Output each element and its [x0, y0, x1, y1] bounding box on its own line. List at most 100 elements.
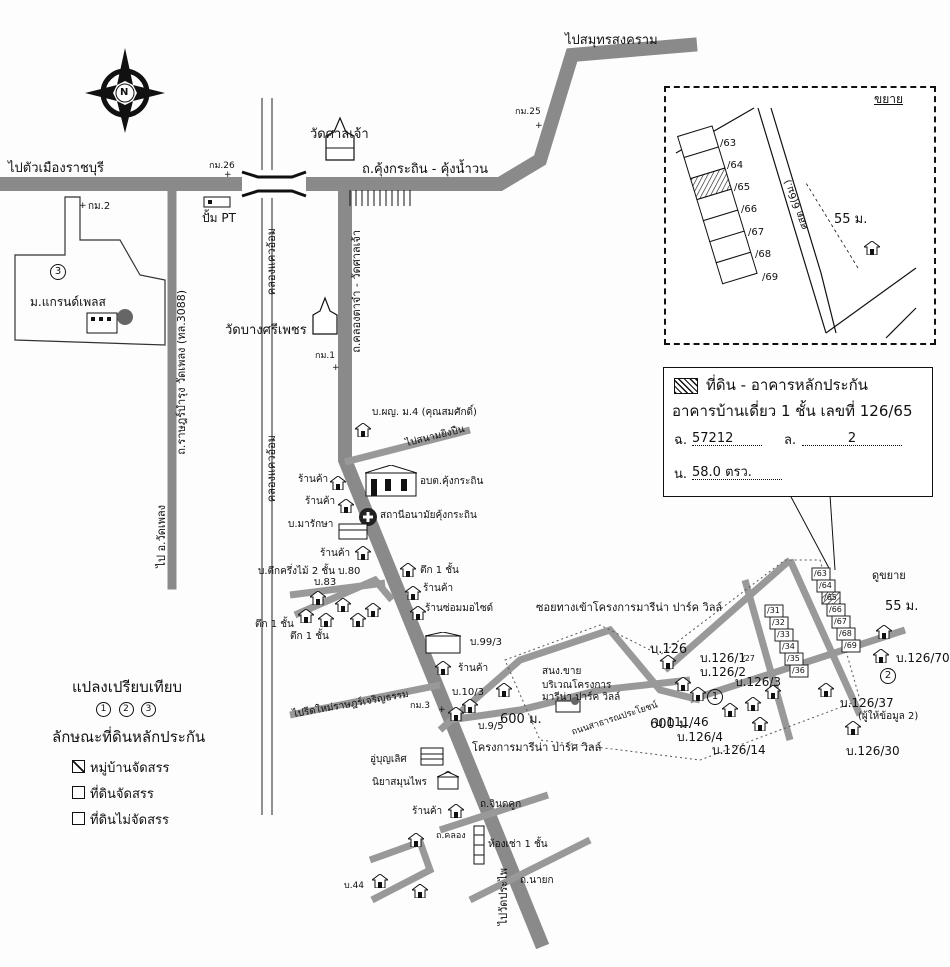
house-icon: [348, 612, 368, 628]
label-b126-70: บ.126/70: [896, 651, 950, 665]
deed-label: ฉ.: [674, 433, 687, 448]
compare-title: แปลงเปรียบเทียบ: [72, 678, 183, 696]
label-shop-2: ร้านค้า: [305, 496, 336, 507]
label-shop-1: ร้านค้า: [298, 474, 329, 485]
label-b126-3: บ.126/3: [735, 675, 782, 689]
small-lot-64: /64: [819, 581, 832, 590]
small-lot-35: /35: [787, 654, 800, 663]
label-rd-nayok: ถ.นายก: [520, 875, 554, 886]
north-arrow-icon: [85, 48, 165, 133]
small-lot-36: /36: [792, 666, 805, 675]
label-project: โครงการมารีน่า ปาร์ค วิลล์: [472, 741, 602, 754]
legend-item-2-label: ที่ดินจัดสรร: [90, 787, 154, 802]
enlarge-lot-65: /65: [734, 182, 751, 193]
small-lot-32: /32: [772, 618, 785, 627]
label-b126-1: บ.126/1: [700, 651, 747, 665]
herb-shop-icon: [436, 771, 460, 790]
house-icon: [688, 686, 708, 702]
garage-icon: [420, 744, 444, 766]
temple-icon: [325, 116, 355, 161]
compare-marker-2: 2: [118, 702, 134, 717]
house-99-3-icon: [424, 631, 462, 654]
label-km3: กม.3: [410, 701, 430, 711]
label-pump-pt: ปั้ม PT: [202, 211, 236, 225]
small-lot-grid: [764, 567, 861, 678]
label-rd-khok: ถ.คลอง: [436, 831, 466, 841]
house-icon: [843, 720, 863, 736]
house-icon: [408, 605, 428, 621]
house-icon: [336, 498, 356, 514]
label-grand-place: ม.แกรนด์เพลส: [30, 295, 106, 309]
enlarge-lot-67: /67: [748, 227, 765, 238]
small-lot-67: /67: [834, 617, 847, 626]
house-icon: [308, 590, 328, 606]
house-icon: [871, 648, 891, 664]
area-label: น.: [674, 467, 688, 482]
label-nursery: นิยาสมุนไพร: [372, 777, 427, 788]
label-shop-5: ร้านค้า: [458, 663, 489, 674]
small-lot-33: /33: [777, 630, 790, 639]
lot-number: 2: [802, 432, 902, 446]
hatched-swatch: [674, 378, 698, 394]
house-icon: [862, 240, 882, 256]
marker-1: 1: [707, 689, 723, 705]
house-icon: [296, 608, 316, 624]
label-600b: 600 ม.: [650, 717, 692, 732]
enlarge-lot-69: /69: [762, 272, 779, 283]
grand-place-boundary: [14, 196, 166, 346]
label-moto: ร้านซ่อมมอไซด์: [425, 603, 494, 614]
village-building-icon: [85, 305, 133, 335]
house-icon: [460, 698, 480, 714]
house-icon: [328, 475, 348, 491]
house-icon: [403, 585, 423, 601]
compare-marker-3: 3: [141, 702, 156, 717]
project-boundary: [504, 559, 861, 761]
legend-item-1: หมู่บ้านจัดสรร: [72, 760, 170, 775]
house-icon: [370, 873, 390, 889]
legend-item-1-label: หมู่บ้านจัดสรร: [90, 761, 170, 776]
label-sales: สนง.ขาย: [542, 666, 582, 677]
road-shooting-range: [344, 426, 471, 466]
house-icon: [353, 422, 373, 438]
label-km25: กม.25: [515, 107, 541, 117]
collateral-info-box: ที่ดิน - อาคารหลักประกัน อาคารบ้านเดี่ยว…: [663, 367, 933, 497]
collateral-desc: อาคารบ้านเดี่ยว 1 ชั้น เลขที่ 126/65: [672, 402, 913, 420]
bridge-icon: [241, 170, 307, 198]
small-lot-34: /34: [782, 642, 795, 651]
type-title: ลักษณะที่ดินหลักประกัน: [52, 728, 206, 746]
rent-building-icon: [473, 825, 485, 865]
label-wat-sao-chao: วัดศาลเจ้า: [310, 127, 369, 142]
label-b126-2: บ.126/2: [700, 665, 747, 679]
house-icon: [750, 716, 770, 732]
legend-item-2: ที่ดินจัดสรร: [72, 786, 154, 801]
marker-2: 2: [880, 668, 896, 684]
small-lot-69: /69: [844, 641, 857, 650]
enlarge-dist: 55 ม.: [834, 212, 868, 227]
legend-item-3: ที่ดินไม่จัดสรร: [72, 812, 169, 827]
label-canal-2: คลองแควอ้อม: [265, 435, 278, 503]
house-icon: [333, 597, 353, 613]
label-ban-marat: บ.มารักษา: [288, 519, 334, 530]
label-rd-kuk: ถ.จินดคูก: [480, 799, 522, 810]
label-b111-46: บ.111/46: [655, 715, 709, 729]
checkbox-checked-icon: [72, 760, 85, 773]
label-km2: กม.2: [88, 201, 111, 212]
shop-row-icon: [338, 520, 368, 540]
lot-label: ล.: [784, 433, 797, 448]
svg-text:+: +: [224, 170, 232, 180]
label-rd-khung: ถ.คุ้งกระถิน - คุ้งน้ำวน: [362, 162, 489, 177]
house-icon: [720, 702, 740, 718]
label-to-ratchaburi: ไปตัวเมืองราชบุรี: [8, 161, 105, 176]
north-label: N: [120, 87, 129, 98]
collateral-title: ที่ดิน - อาคารหลักประกัน: [706, 376, 868, 394]
house-icon: [874, 624, 894, 640]
label-to-wat-pleng: ไป อ.วัดเพลง: [155, 505, 168, 568]
house-icon: [406, 832, 426, 848]
svg-text:+: +: [332, 363, 340, 373]
hospital-icon: [359, 508, 377, 526]
label-obt: อบต.คุ้งกระถิน: [420, 476, 484, 487]
label-b83: บ.83: [314, 577, 337, 588]
label-tuek-1c: ตึก 1 ชั้น: [290, 631, 329, 642]
small-lot-68: /68: [839, 629, 852, 638]
house-icon: [433, 660, 453, 676]
